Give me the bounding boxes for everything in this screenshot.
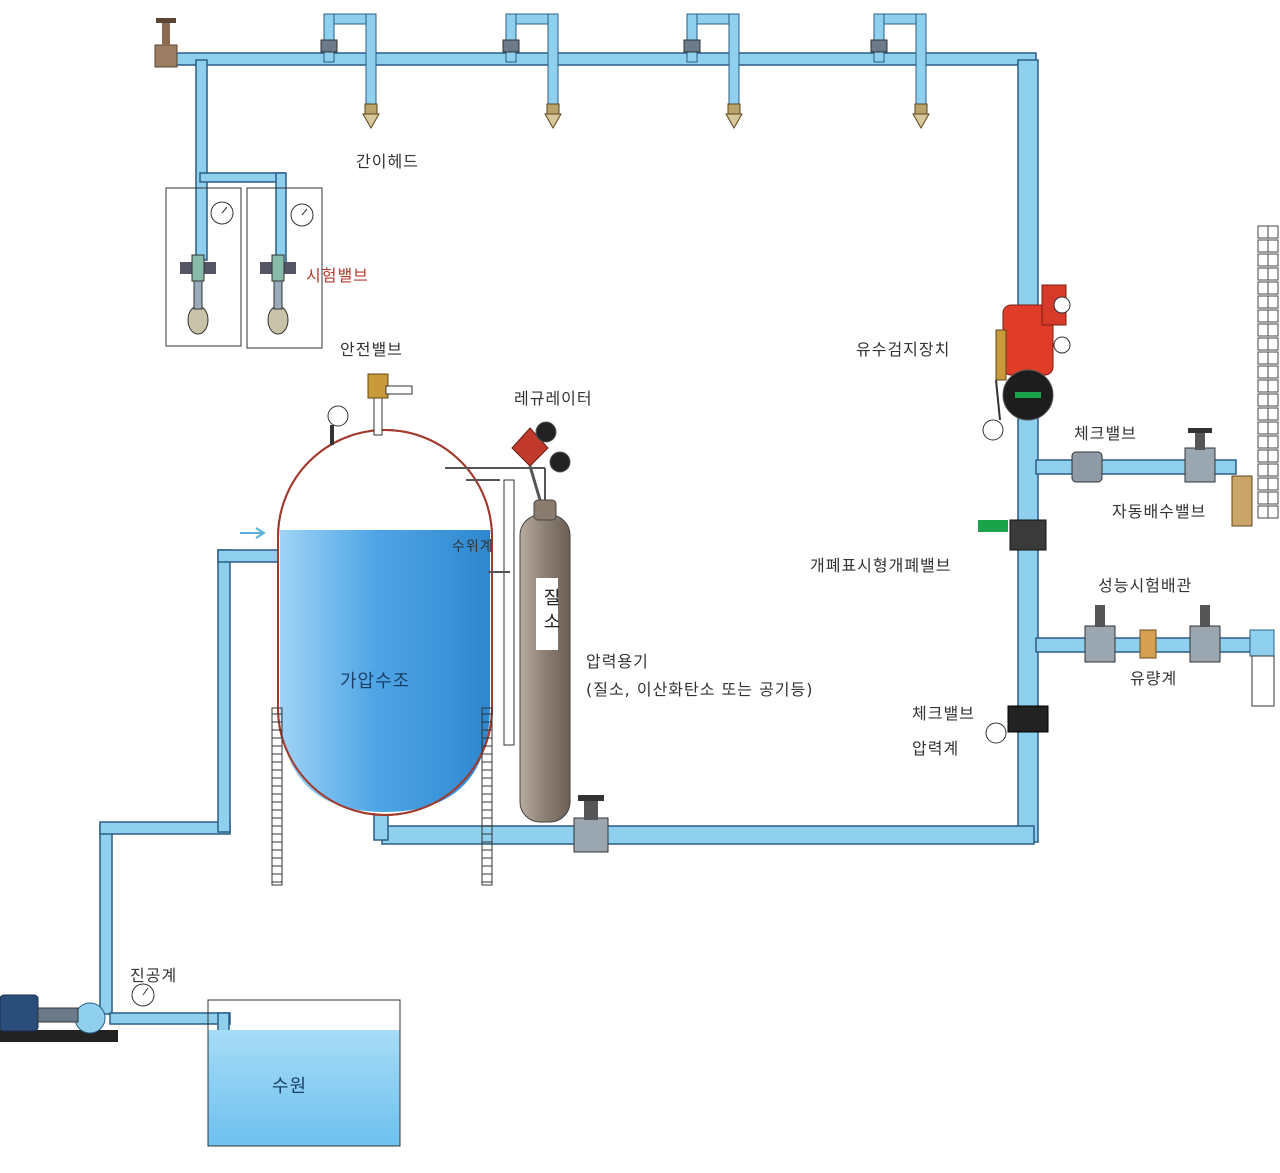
test-nozzle-icon	[187, 305, 209, 335]
label-head: 간이헤드	[356, 152, 419, 171]
pipe-to-tank-riser	[217, 549, 231, 833]
label-regulator: 레규레이터	[514, 389, 593, 408]
test-box-2	[246, 187, 323, 349]
label-pressure-gauge: 압력계	[912, 739, 960, 758]
test-box-1	[165, 187, 242, 347]
pipe-suction	[109, 1012, 231, 1025]
pressure-tank	[277, 373, 546, 816]
test-nozzle-icon	[267, 305, 289, 335]
flow-meter-icon	[1139, 629, 1157, 659]
label-tank: 가압수조	[340, 671, 411, 692]
relief-valve-icon	[367, 373, 389, 399]
label-flow-detector: 유수검지장치	[856, 340, 951, 359]
pump-assembly	[0, 983, 155, 1042]
label-water-source: 수원	[272, 1076, 308, 1097]
tank-gauge-icon	[327, 405, 349, 427]
label-flow-meter: 유량계	[1130, 669, 1178, 688]
label-cylinder: 질소	[540, 588, 561, 636]
pipe-test-drop	[195, 59, 208, 261]
auto-drain-valve-icon	[1231, 475, 1253, 527]
support-ladder	[481, 707, 493, 886]
cylinder-label-plate	[536, 578, 558, 650]
label-check-valve-1: 체크밸브	[1074, 424, 1137, 443]
source-water	[208, 1030, 400, 1146]
supervised-valve-icon	[1009, 519, 1047, 551]
pump-base	[0, 1030, 118, 1042]
gate-valve-icon	[154, 18, 178, 68]
tank-outline	[277, 429, 493, 816]
label-supervised-valve: 개폐표시형개폐밸브	[810, 556, 952, 575]
pipe-test-drop-2	[275, 172, 287, 264]
pipe-test-branch	[199, 172, 285, 183]
bottom-gate-valve-icon	[573, 795, 609, 853]
tank-supports	[271, 707, 493, 886]
pipe-top-branch	[169, 52, 1037, 66]
pipe-pump-riser	[99, 825, 113, 1015]
label-perf-test-pipe: 성능시험배관	[1098, 576, 1193, 595]
label-pressure-vessel-note: (질소, 이산화탄소 또는 공기등)	[586, 680, 814, 699]
check-valve-icon	[1007, 705, 1049, 733]
sprinkler-head-icon	[320, 13, 380, 130]
support-ladder	[271, 707, 283, 886]
check-valve-icon	[1071, 451, 1103, 483]
label-vacuum-gauge: 진공계	[130, 966, 178, 985]
water-source	[207, 999, 401, 1147]
sprinkler-head-icon	[870, 13, 930, 130]
pump-icon	[74, 1002, 106, 1034]
alarm-valve	[982, 284, 1071, 441]
pipe-bottom-main	[381, 825, 1035, 845]
wall	[1257, 225, 1279, 519]
label-relief-valve: 안전밸브	[340, 340, 403, 359]
label-water-level-gauge: 수위계	[452, 539, 494, 555]
gate-valve-icon	[1084, 625, 1116, 663]
main-pipes	[99, 52, 1267, 1134]
sprinkler-heads	[320, 13, 930, 130]
sprinkler-head-icon	[683, 13, 743, 130]
cylinder-body	[519, 514, 571, 823]
right-valves	[978, 225, 1279, 744]
tank-water	[280, 530, 490, 812]
gate-valve-icon	[1189, 625, 1221, 663]
sprinkler-head-icon	[502, 13, 562, 130]
label-auto-drain-valve: 자동배수밸브	[1112, 502, 1207, 521]
motor-icon	[0, 994, 39, 1032]
pipe-pump-elbow	[99, 821, 231, 835]
regulator-icon	[511, 421, 571, 501]
test-valve-boxes	[165, 187, 323, 349]
label-check-valve-2: 체크밸브	[912, 704, 975, 723]
source-tank-outline	[207, 999, 401, 1147]
label-test-valve: 시험밸브	[306, 266, 369, 285]
alarm-gauge-icon	[1053, 336, 1071, 354]
arrow-icon	[240, 527, 266, 539]
level-gauge-icon	[503, 479, 515, 746]
pressure-gauge-icon	[985, 722, 1007, 744]
perf-test-outlet	[1251, 655, 1275, 707]
alarm-gauge-icon	[1053, 296, 1071, 314]
gate-valve-icon	[1184, 447, 1216, 483]
nitrogen-cylinder	[519, 499, 571, 823]
label-pressure-vessel: 압력용기	[586, 652, 649, 671]
